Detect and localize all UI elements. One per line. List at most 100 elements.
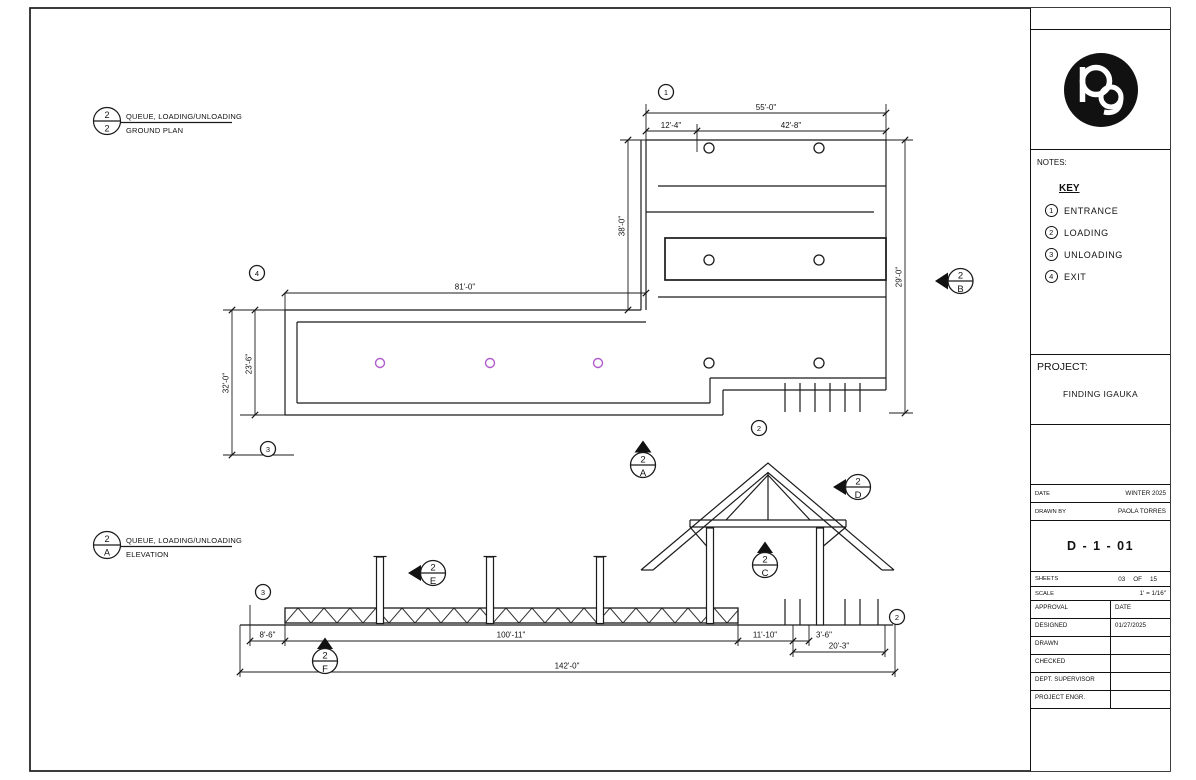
sheet-number: D - 1 - 01: [1031, 521, 1170, 572]
key-label-entrance: ENTRANCE: [1064, 205, 1119, 216]
section-arrow-up-icon: [757, 541, 773, 553]
dim-right-run: 20'-3": [829, 642, 850, 651]
sheets-of: OF: [1133, 575, 1142, 583]
dept-supervisor-row: DEPT. SUPERVISOR: [1031, 673, 1170, 691]
key-circle-3: 3: [1045, 248, 1058, 261]
key-circle-2: 2: [1045, 226, 1058, 239]
drawn-value: [1111, 637, 1170, 654]
plan-callout-sheet: 2: [104, 124, 109, 134]
key-label-loading: LOADING: [1064, 227, 1109, 238]
scale-value: 1' = 1/16": [1139, 590, 1166, 597]
titleblock-top-strip: [1031, 8, 1170, 30]
column-marker: [813, 142, 825, 154]
key-item-unloading: 3 UNLOADING: [1045, 248, 1164, 261]
key-heading: KEY: [1059, 183, 1080, 194]
accent-column-marker: [592, 357, 604, 369]
project-section: PROJECT: FINDING IGAUKA: [1031, 355, 1170, 425]
titleblock-bottom-fill: [1031, 709, 1170, 771]
section-arrow-left-icon: [833, 479, 846, 495]
drawn-by-row: DRAWN BY PAOLA TORRES: [1031, 503, 1170, 521]
key-marker-loading: 2: [757, 424, 761, 433]
section-marker-d: 2 D: [833, 473, 872, 501]
elevation-ground: [240, 605, 893, 646]
section-arrow-left-icon: [408, 565, 421, 581]
elevation-rail-ticks: [784, 599, 879, 625]
firm-logo: [1031, 30, 1170, 150]
sheets-label: SHEETS: [1035, 576, 1059, 582]
dim-post-gap: 3'-6": [816, 631, 832, 640]
dim-gable-run: 11'-10": [753, 631, 777, 640]
key-marker-entrance: 1: [664, 88, 668, 97]
project-label: PROJECT:: [1037, 361, 1088, 373]
column-marker: [703, 142, 715, 154]
accent-column-marker: [484, 357, 496, 369]
plan-column-markers: [374, 142, 825, 369]
elevation-key-markers: 3 2: [254, 583, 906, 626]
elevation-view-title: QUEUE, LOADING/UNLOADING: [126, 536, 242, 545]
drawn-by-value: PAOLA TORRES: [1118, 508, 1166, 515]
section-f-letter: F: [322, 664, 328, 675]
dim-corridor-length: 81'-0": [455, 283, 476, 292]
plan-queue-block: [640, 139, 887, 390]
key-marker-loading: 2: [895, 613, 899, 622]
plan-view-title: QUEUE, LOADING/UNLOADING: [126, 112, 242, 121]
sheets-current: 03: [1118, 575, 1126, 583]
elevation-callout-sheet: A: [104, 548, 110, 558]
dim-queue-depth: 38'-0": [618, 216, 627, 237]
title-block: NOTES: KEY 1 ENTRANCE 2 LOADING 3 UNLOAD…: [1030, 8, 1170, 771]
section-e-number: 2: [430, 563, 435, 574]
key-circle-4: 4: [1045, 270, 1058, 283]
key-item-exit: 4 EXIT: [1045, 270, 1164, 283]
scale-label: SCALE: [1035, 590, 1055, 597]
plan-corridor: [284, 309, 886, 416]
elevation-truss-band: [284, 607, 739, 624]
sheets-row: SHEETS 03 OF 15: [1031, 572, 1170, 587]
scale-row: SCALE 1' = 1/16": [1031, 587, 1170, 601]
approval-label: APPROVAL: [1031, 601, 1111, 618]
plan-dimensions: 55'-0" 12'-4" 42'-8" 38'-0" 29'-0" 81'-0…: [222, 103, 913, 459]
elevation-dimensions: 8'-6" 100'-11" 11'-10" 3'-6" 20'-3" 142'…: [236, 618, 899, 677]
column-marker: [813, 254, 825, 266]
section-d-letter: D: [855, 490, 862, 501]
plan-gate-ticks: [784, 383, 861, 412]
section-b-letter: B: [957, 284, 963, 295]
key-label-unloading: UNLOADING: [1064, 249, 1123, 260]
key-item-entrance: 1 ENTRANCE: [1045, 204, 1164, 217]
designed-row: DESIGNED 01/27/2025: [1031, 619, 1170, 637]
dim-overall-width: 55'-0": [756, 103, 777, 112]
plan-view-subtitle: GROUND PLAN: [126, 126, 183, 135]
dim-queue-width: 42'-8": [781, 121, 802, 130]
key-circle-1: 1: [1045, 204, 1058, 217]
dim-site-depth: 32'-0": [222, 373, 231, 394]
key-label-exit: EXIT: [1064, 271, 1087, 282]
section-marker-b: 2 B: [935, 267, 974, 295]
drawn-by-label: DRAWN BY: [1035, 508, 1067, 515]
section-marker-e: 2 E: [408, 559, 447, 587]
approval-row: APPROVAL DATE: [1031, 601, 1170, 619]
project-engr-label: PROJECT ENGR.: [1031, 691, 1111, 708]
key-marker-unloading: 3: [261, 588, 265, 597]
section-arrow-left-icon: [935, 272, 948, 290]
dim-right-depth: 29'-0": [895, 267, 904, 288]
notes-section: NOTES: KEY 1 ENTRANCE 2 LOADING 3 UNLOAD…: [1031, 150, 1170, 355]
section-d-number: 2: [855, 477, 860, 488]
dim-corridor-width: 23'-6": [245, 354, 254, 375]
plan-callout-number: 2: [104, 110, 109, 120]
section-marker-f: 2 F: [311, 637, 339, 675]
drawn-row: DRAWN: [1031, 637, 1170, 655]
logo-icon: [1063, 52, 1138, 127]
checked-value: [1111, 655, 1170, 672]
section-f-number: 2: [322, 651, 327, 662]
key-marker-unloading: 3: [266, 445, 270, 454]
section-b-number: 2: [958, 271, 963, 282]
project-engr-value: [1111, 691, 1170, 708]
elevation-gable-truss: [640, 462, 895, 626]
plan-view: 2 2 QUEUE, LOADING/UNLOADING GROUND PLAN: [92, 83, 974, 479]
section-e-letter: E: [430, 576, 436, 587]
dim-overall: 142'-0": [555, 662, 580, 671]
key-item-loading: 2 LOADING: [1045, 226, 1164, 239]
dept-supervisor-value: [1111, 673, 1170, 690]
checked-label: CHECKED: [1031, 655, 1111, 672]
